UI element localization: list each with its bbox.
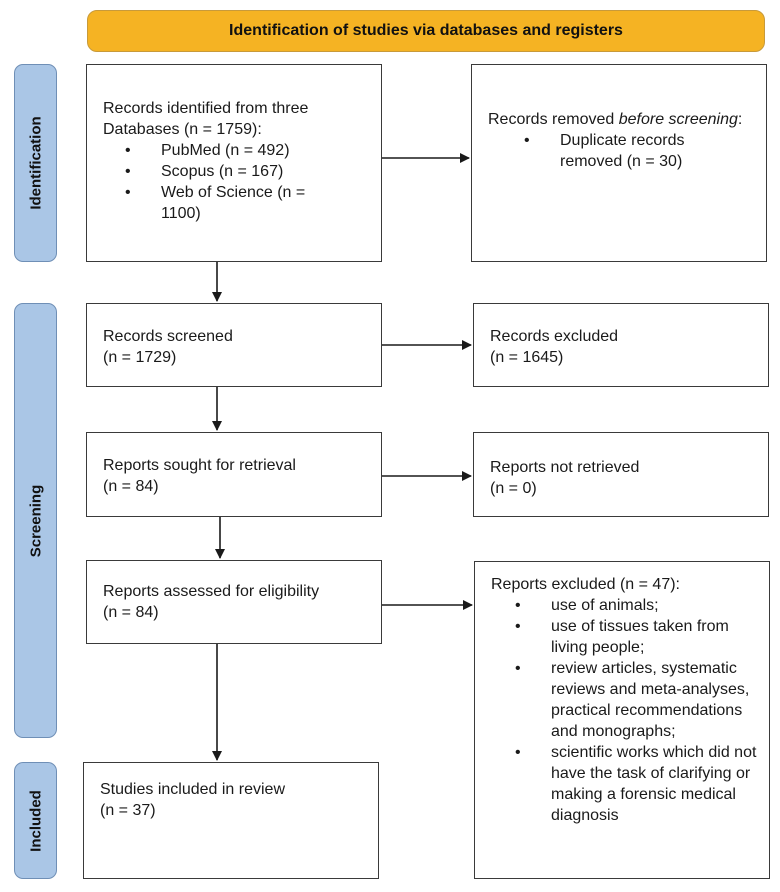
records-screened-count: (n = 1729) [103,349,177,366]
reports-assessed-box: Reports assessed for eligibility (n = 84… [86,560,382,644]
records-identified-box: Records identified from three Databases … [86,64,382,262]
records-excluded-count: (n = 1645) [490,349,564,366]
records-identified-line1: Records identified from three [103,100,309,117]
removed-list: Duplicate records removed (n = 30) [488,130,720,172]
database-list: PubMed (n = 492) Scopus (n = 167) Web of… [103,140,345,224]
header-banner: Identification of studies via databases … [87,10,765,52]
reports-excluded-box: Reports excluded (n = 47): use of animal… [474,561,770,879]
records-removed-suffix: : [737,111,743,128]
records-identified-line2: Databases (n = 1759): [103,121,262,138]
database-item: Web of Science (n = 1100) [125,182,345,224]
studies-included-box: Studies included in review (n = 37) [83,762,379,879]
reports-assessed-count: (n = 84) [103,604,159,621]
records-excluded-box: Records excluded (n = 1645) [473,303,769,387]
exclusion-item: use of tissues taken from living people; [515,616,757,658]
exclusion-item: review articles, systematic reviews and … [515,658,757,742]
records-screened-box: Records screened (n = 1729) [86,303,382,387]
reports-sought-label: Reports sought for retrieval [103,457,296,474]
phase-identification: Identification [14,64,57,262]
removed-item: Duplicate records removed (n = 30) [524,130,720,172]
records-excluded-label: Records excluded [490,328,619,345]
reports-sought-count: (n = 84) [103,478,159,495]
records-removed-heading: Records removed before screening: [488,109,756,130]
reports-excluded-label: Reports excluded (n = 47): [491,576,680,593]
records-removed-emphasis: before screening [618,111,738,128]
records-screened-label: Records screened [103,328,233,345]
exclusion-list: use of animals; use of tissues taken fro… [491,595,757,826]
reports-not-retrieved-box: Reports not retrieved (n = 0) [473,432,769,517]
phase-included: Included [14,762,57,879]
phase-screening: Screening [14,303,57,738]
reports-not-retrieved-label: Reports not retrieved [490,459,640,476]
studies-included-count: (n = 37) [100,802,156,819]
exclusion-item: use of animals; [515,595,757,616]
studies-included-label: Studies included in review [100,781,285,798]
database-item: PubMed (n = 492) [125,140,345,161]
reports-not-retrieved-count: (n = 0) [490,480,537,497]
exclusion-item: scientific works which did not have the … [515,742,757,826]
reports-sought-box: Reports sought for retrieval (n = 84) [86,432,382,517]
records-removed-box: Records removed before screening: Duplic… [471,64,767,262]
database-item: Scopus (n = 167) [125,161,345,182]
reports-assessed-label: Reports assessed for eligibility [103,583,320,600]
records-removed-prefix: Records removed [488,111,619,128]
header-title: Identification of studies via databases … [229,22,623,39]
